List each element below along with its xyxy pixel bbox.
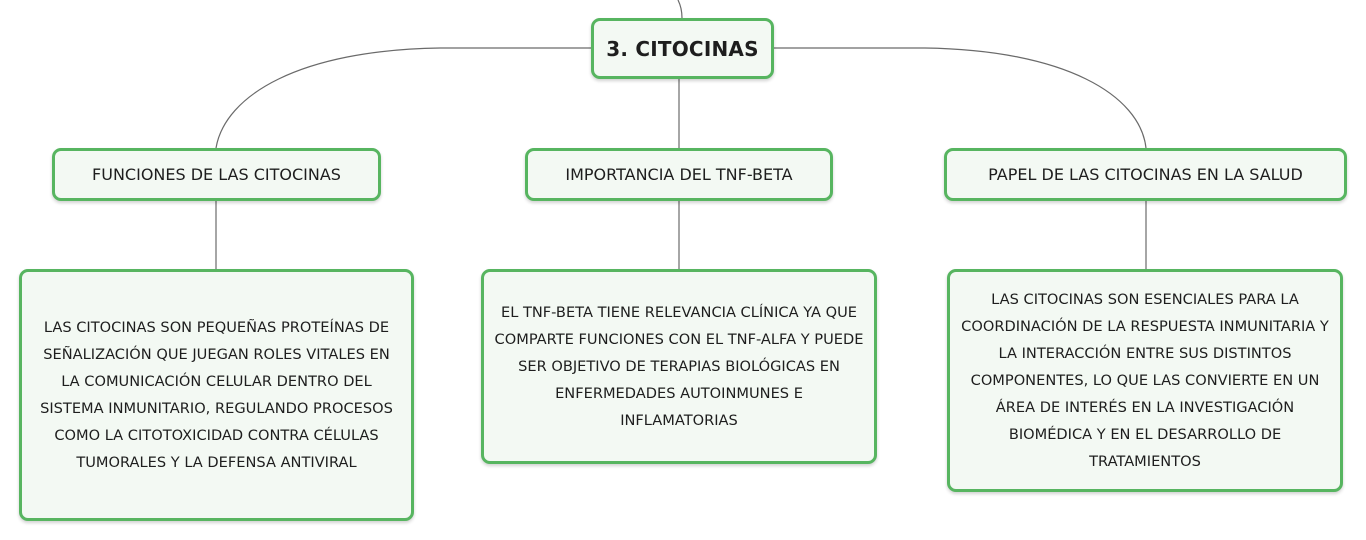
- connector-parent-to-root: [677, 0, 683, 19]
- central-topic-label: 3. CITOCINAS: [606, 36, 759, 61]
- connector-root-to-funciones: [215, 47, 591, 149]
- detail-node-funciones[interactable]: LAS CITOCINAS SON PEQUEÑAS PROTEÍNAS DE …: [19, 269, 414, 521]
- detail-text-papel-salud: LAS CITOCINAS SON ESENCIALES PARA LA COO…: [961, 291, 1329, 470]
- topic-node-tnf-beta[interactable]: IMPORTANCIA DEL TNF-BETA: [525, 148, 833, 201]
- topic-label-papel-salud: PAPEL DE LAS CITOCINAS EN LA SALUD: [988, 165, 1303, 184]
- topic-node-papel-salud[interactable]: PAPEL DE LAS CITOCINAS EN LA SALUD: [944, 148, 1347, 201]
- detail-node-papel-salud[interactable]: LAS CITOCINAS SON ESENCIALES PARA LA COO…: [947, 269, 1343, 492]
- detail-text-tnf-beta: EL TNF-BETA TIENE RELEVANCIA CLÍNICA YA …: [494, 304, 864, 429]
- topic-label-tnf-beta: IMPORTANCIA DEL TNF-BETA: [565, 165, 793, 184]
- detail-node-tnf-beta[interactable]: EL TNF-BETA TIENE RELEVANCIA CLÍNICA YA …: [481, 269, 877, 464]
- topic-node-funciones[interactable]: FUNCIONES DE LAS CITOCINAS: [52, 148, 381, 201]
- connector-root-to-papel: [774, 47, 1147, 149]
- detail-text-funciones: LAS CITOCINAS SON PEQUEÑAS PROTEÍNAS DE …: [40, 319, 393, 471]
- topic-label-funciones: FUNCIONES DE LAS CITOCINAS: [92, 165, 341, 184]
- central-topic-node[interactable]: 3. CITOCINAS: [591, 18, 774, 79]
